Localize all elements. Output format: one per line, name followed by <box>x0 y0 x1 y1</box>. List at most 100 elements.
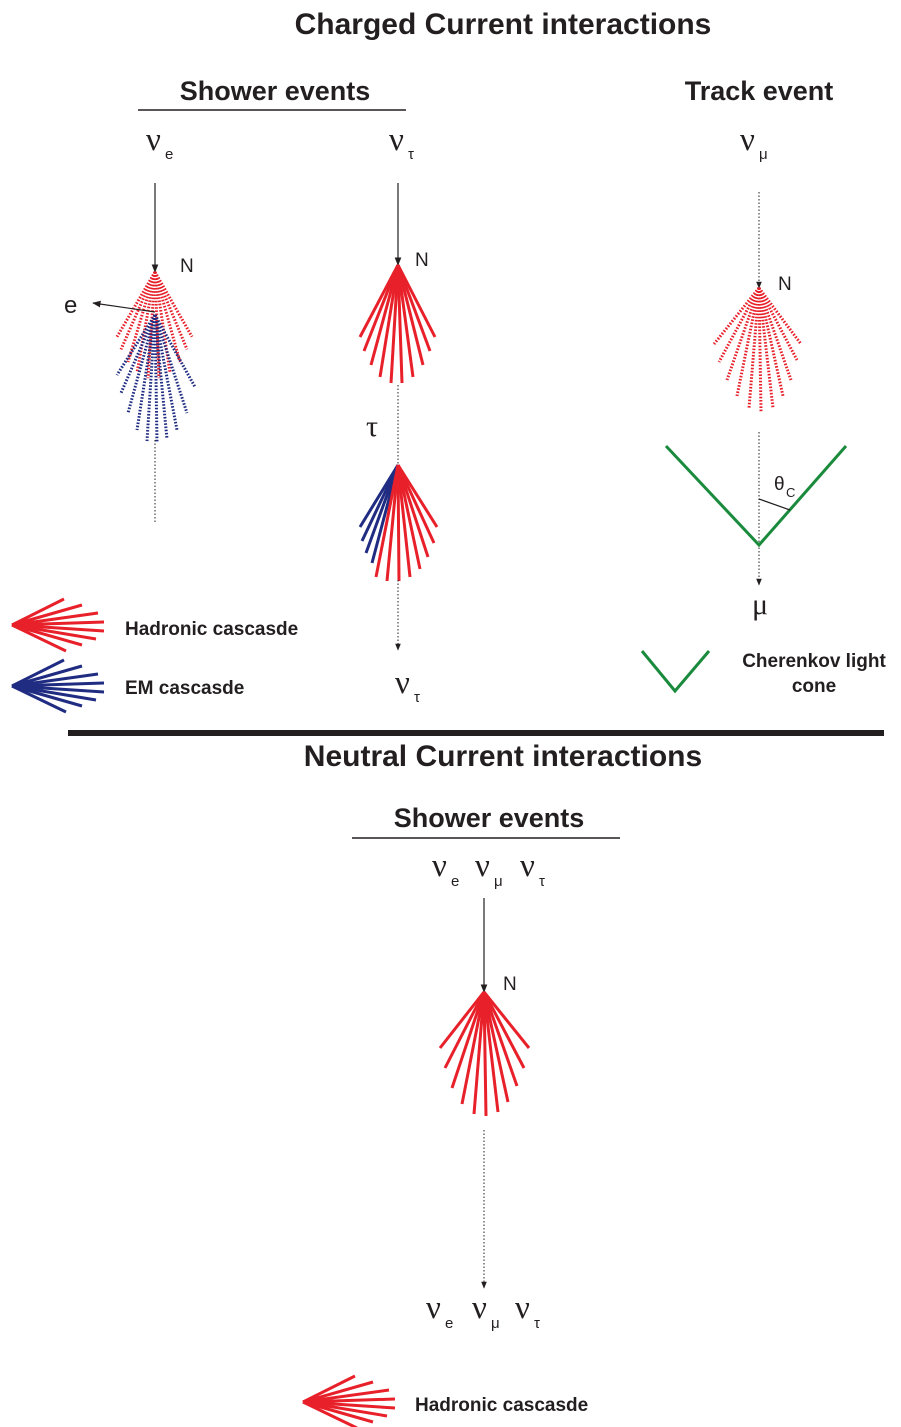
tau-decay-hadronic-ray <box>396 464 412 578</box>
nu-e-nucleon-label: N <box>180 256 194 277</box>
nu-e-em-ray <box>135 314 157 431</box>
nc-legend-hadronic-ray <box>302 1400 388 1418</box>
nu-tau-hadronic-ray <box>396 264 404 384</box>
legend-em-ray <box>11 684 105 694</box>
cc-title: Charged Current interactions <box>295 8 712 41</box>
tau-label: τ <box>366 410 378 443</box>
nu-mu-nucleon-label: N <box>778 274 792 295</box>
nu-e-hadronic-cascade <box>115 271 194 379</box>
nu-tau-hadronic-ray <box>396 264 425 366</box>
nc-hadronic-ray <box>482 991 488 1117</box>
tau-decay-hadronic-cascade <box>374 464 439 582</box>
nu-tau-hadronic-ray <box>369 264 400 366</box>
muon-label: μ <box>752 588 768 621</box>
nu-e-em-ray <box>119 314 157 394</box>
nu-mu-hadronic-ray <box>747 287 761 409</box>
legend-cherenkov-icon <box>640 650 711 694</box>
legend-hadronic-ray <box>11 611 99 627</box>
nu-mu-hadronic-ray <box>725 287 761 381</box>
tau-decay-hadronic-ray <box>396 464 422 570</box>
svg-text:τ: τ <box>414 689 420 706</box>
nu-tau-hadronic-ray <box>396 264 437 338</box>
svg-text:μ: μ <box>491 1315 500 1332</box>
nc-hadronic-ray <box>482 991 510 1103</box>
nc-legend-hadronic-ray <box>302 1380 374 1404</box>
nu-mu-hadronic-ray <box>712 287 761 345</box>
nu-e-hadronic-ray <box>153 271 194 338</box>
legend-hadronic-ray <box>11 623 105 633</box>
nu-e-em-ray <box>153 314 169 440</box>
legend-em-ray <box>11 684 67 714</box>
nu-e-hadronic-ray <box>153 271 189 350</box>
legend-em-ray <box>11 658 65 688</box>
legend-em-icon <box>11 658 105 714</box>
nu-tau-hadronic-ray <box>396 264 415 378</box>
nc-hadronic-ray <box>482 991 500 1113</box>
svg-text:ν: ν <box>740 122 755 158</box>
nu-tau-label: ν τ <box>389 122 414 163</box>
svg-text:e: e <box>451 873 459 890</box>
nc-legend-hadronic-icon <box>302 1374 396 1427</box>
cherenkov-cone <box>664 444 848 548</box>
svg-text:μ: μ <box>494 873 503 890</box>
nu-mu-hadronic-ray <box>717 287 761 363</box>
nu-e-hadronic-ray <box>119 271 157 351</box>
nu-tau-outgoing-label: ν τ <box>395 665 420 706</box>
legend-hadronic-ray <box>11 623 83 647</box>
svg-text:ν: ν <box>515 1290 530 1326</box>
nu-tau-hadronic-cascade <box>358 264 437 384</box>
nu-tau-hadronic-ray <box>378 264 400 378</box>
nc-hadronic-ray <box>438 991 486 1049</box>
nu-e-hadronic-ray <box>153 271 182 363</box>
theta-c-indicator <box>758 498 791 511</box>
nc-legend-hadronic-ray <box>302 1400 374 1424</box>
nu-e-hadronic-ray <box>135 271 157 374</box>
nu-mu-hadronic-ray <box>757 287 803 345</box>
tau-decay-hadronic-ray <box>396 464 401 582</box>
nc-hadronic-ray <box>460 991 486 1105</box>
nc-hadronic-ray <box>482 991 531 1049</box>
tau-decay-hadronic-ray <box>374 464 400 578</box>
svg-text:τ: τ <box>539 873 545 890</box>
nu-mu-hadronic-cascade <box>712 287 803 413</box>
svg-text:e: e <box>165 146 173 163</box>
nu-e-em-ray <box>153 314 189 414</box>
svg-text:C: C <box>786 485 795 500</box>
nu-e-em-ray <box>126 314 157 414</box>
legend-cherenkov-label-2: cone <box>792 676 836 697</box>
nc-hadronic-cascade <box>438 991 531 1117</box>
legend-em-ray <box>11 664 83 688</box>
svg-text:e: e <box>445 1315 453 1332</box>
nc-hadronic-ray <box>482 991 519 1087</box>
tau-decay-hadronic-ray <box>396 464 439 528</box>
nu-mu-label: ν μ <box>740 122 768 163</box>
legend-hadronic-icon <box>11 597 105 653</box>
nc-legend-hadronic-label: Hadronic cascasde <box>415 1395 588 1416</box>
svg-text:ν: ν <box>426 1290 441 1326</box>
electron-label: e <box>64 292 77 319</box>
svg-text:ν: ν <box>432 848 447 884</box>
nc-title: Neutral Current interactions <box>304 740 702 773</box>
nu-e-label: ν e <box>146 122 173 163</box>
nu-e-em-ray <box>153 314 159 444</box>
legend-hadronic-ray <box>11 623 67 653</box>
svg-text:τ: τ <box>534 1315 540 1332</box>
nu-e-em-ray <box>153 314 179 431</box>
svg-text:ν: ν <box>389 122 404 158</box>
nu-tau-nucleon-label: N <box>415 250 429 271</box>
nu-e-em-cascade <box>115 314 197 444</box>
legend-hadronic-ray <box>11 623 97 641</box>
legend-hadronic-label: Hadronic cascasde <box>125 619 298 640</box>
nc-nucleon-label: N <box>503 974 517 995</box>
legend-em-ray <box>11 672 99 688</box>
nu-e-em-ray <box>115 314 157 376</box>
nu-mu-hadronic-ray <box>757 287 775 409</box>
legend-em-ray <box>11 684 97 702</box>
nc-legend-hadronic-ray <box>302 1388 390 1404</box>
nu-mu-hadronic-ray <box>757 287 793 381</box>
svg-text:ν: ν <box>395 665 410 701</box>
nc-shower-heading: Shower events <box>394 803 585 833</box>
nc-legend-hadronic-ray <box>302 1400 396 1410</box>
svg-text:ν: ν <box>472 1290 487 1326</box>
